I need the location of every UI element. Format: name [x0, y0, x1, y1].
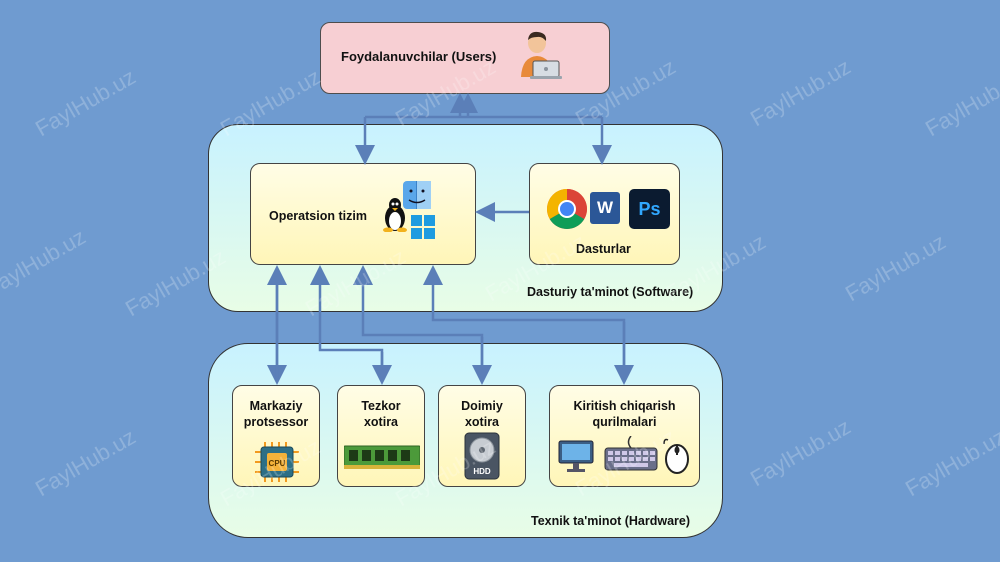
io-label: Kiritish chiqarish qurilmalari — [550, 398, 699, 430]
hardware-label: Texnik ta'minot (Hardware) — [531, 514, 691, 528]
storage-label: Doimiy xotira — [439, 398, 525, 430]
io-label-line2: qurilmalari — [592, 415, 657, 429]
software-label: Dasturiy ta'minot (Software) — [527, 285, 694, 299]
cpu-label-line2: protsessor — [243, 415, 309, 429]
ram-stick-icon — [344, 445, 420, 469]
keyboard-icon — [604, 436, 658, 471]
ram-box: Tezkor xotira — [337, 385, 425, 487]
hdd-icon: HDD — [464, 432, 500, 480]
cpu-label-line1: Markaziy — [249, 399, 303, 413]
users-label: Foydalanuvchilar (Users) — [341, 49, 497, 64]
monitor-icon — [558, 440, 594, 472]
os-box: Operatsion tizim — [250, 163, 476, 265]
hdd-text: HDD — [473, 467, 491, 476]
mac-finder-icon — [403, 181, 431, 209]
ram-label-line1: Tezkor — [361, 399, 401, 413]
photoshop-letters: Ps — [638, 199, 661, 219]
cpu-label: Markaziy protsessor — [233, 398, 319, 430]
io-label-line1: Kiritish chiqarish — [573, 399, 676, 413]
cpu-chip-text: CPU — [269, 459, 286, 468]
users-box: Foydalanuvchilar (Users) — [320, 22, 610, 94]
word-letter: W — [596, 198, 614, 217]
arrow-ram-os — [310, 265, 384, 380]
arrow-io-os — [423, 265, 626, 380]
storage-label-line1: Doimiy — [461, 399, 503, 413]
user-laptop-icon — [521, 31, 562, 79]
os-label: Operatsion tizim — [269, 209, 367, 223]
ram-label-line2: xotira — [363, 415, 399, 429]
programs-box: W Ps Dasturlar — [529, 163, 680, 265]
linux-tux-icon — [383, 198, 407, 232]
programs-label: Dasturlar — [576, 242, 631, 256]
photoshop-icon: Ps — [629, 189, 670, 229]
io-box: Kiritish chiqarish qurilmalari — [549, 385, 700, 487]
word-icon: W — [590, 192, 620, 224]
storage-box: Doimiy xotira HDD — [438, 385, 526, 487]
storage-label-line2: xotira — [464, 415, 500, 429]
ram-label: Tezkor xotira — [338, 398, 424, 430]
cpu-chip-icon: CPU — [255, 442, 299, 482]
mouse-icon — [663, 438, 689, 474]
windows-icon — [411, 215, 435, 239]
chrome-icon — [547, 189, 587, 229]
cpu-box: Markaziy protsessor CPU — [232, 385, 320, 487]
